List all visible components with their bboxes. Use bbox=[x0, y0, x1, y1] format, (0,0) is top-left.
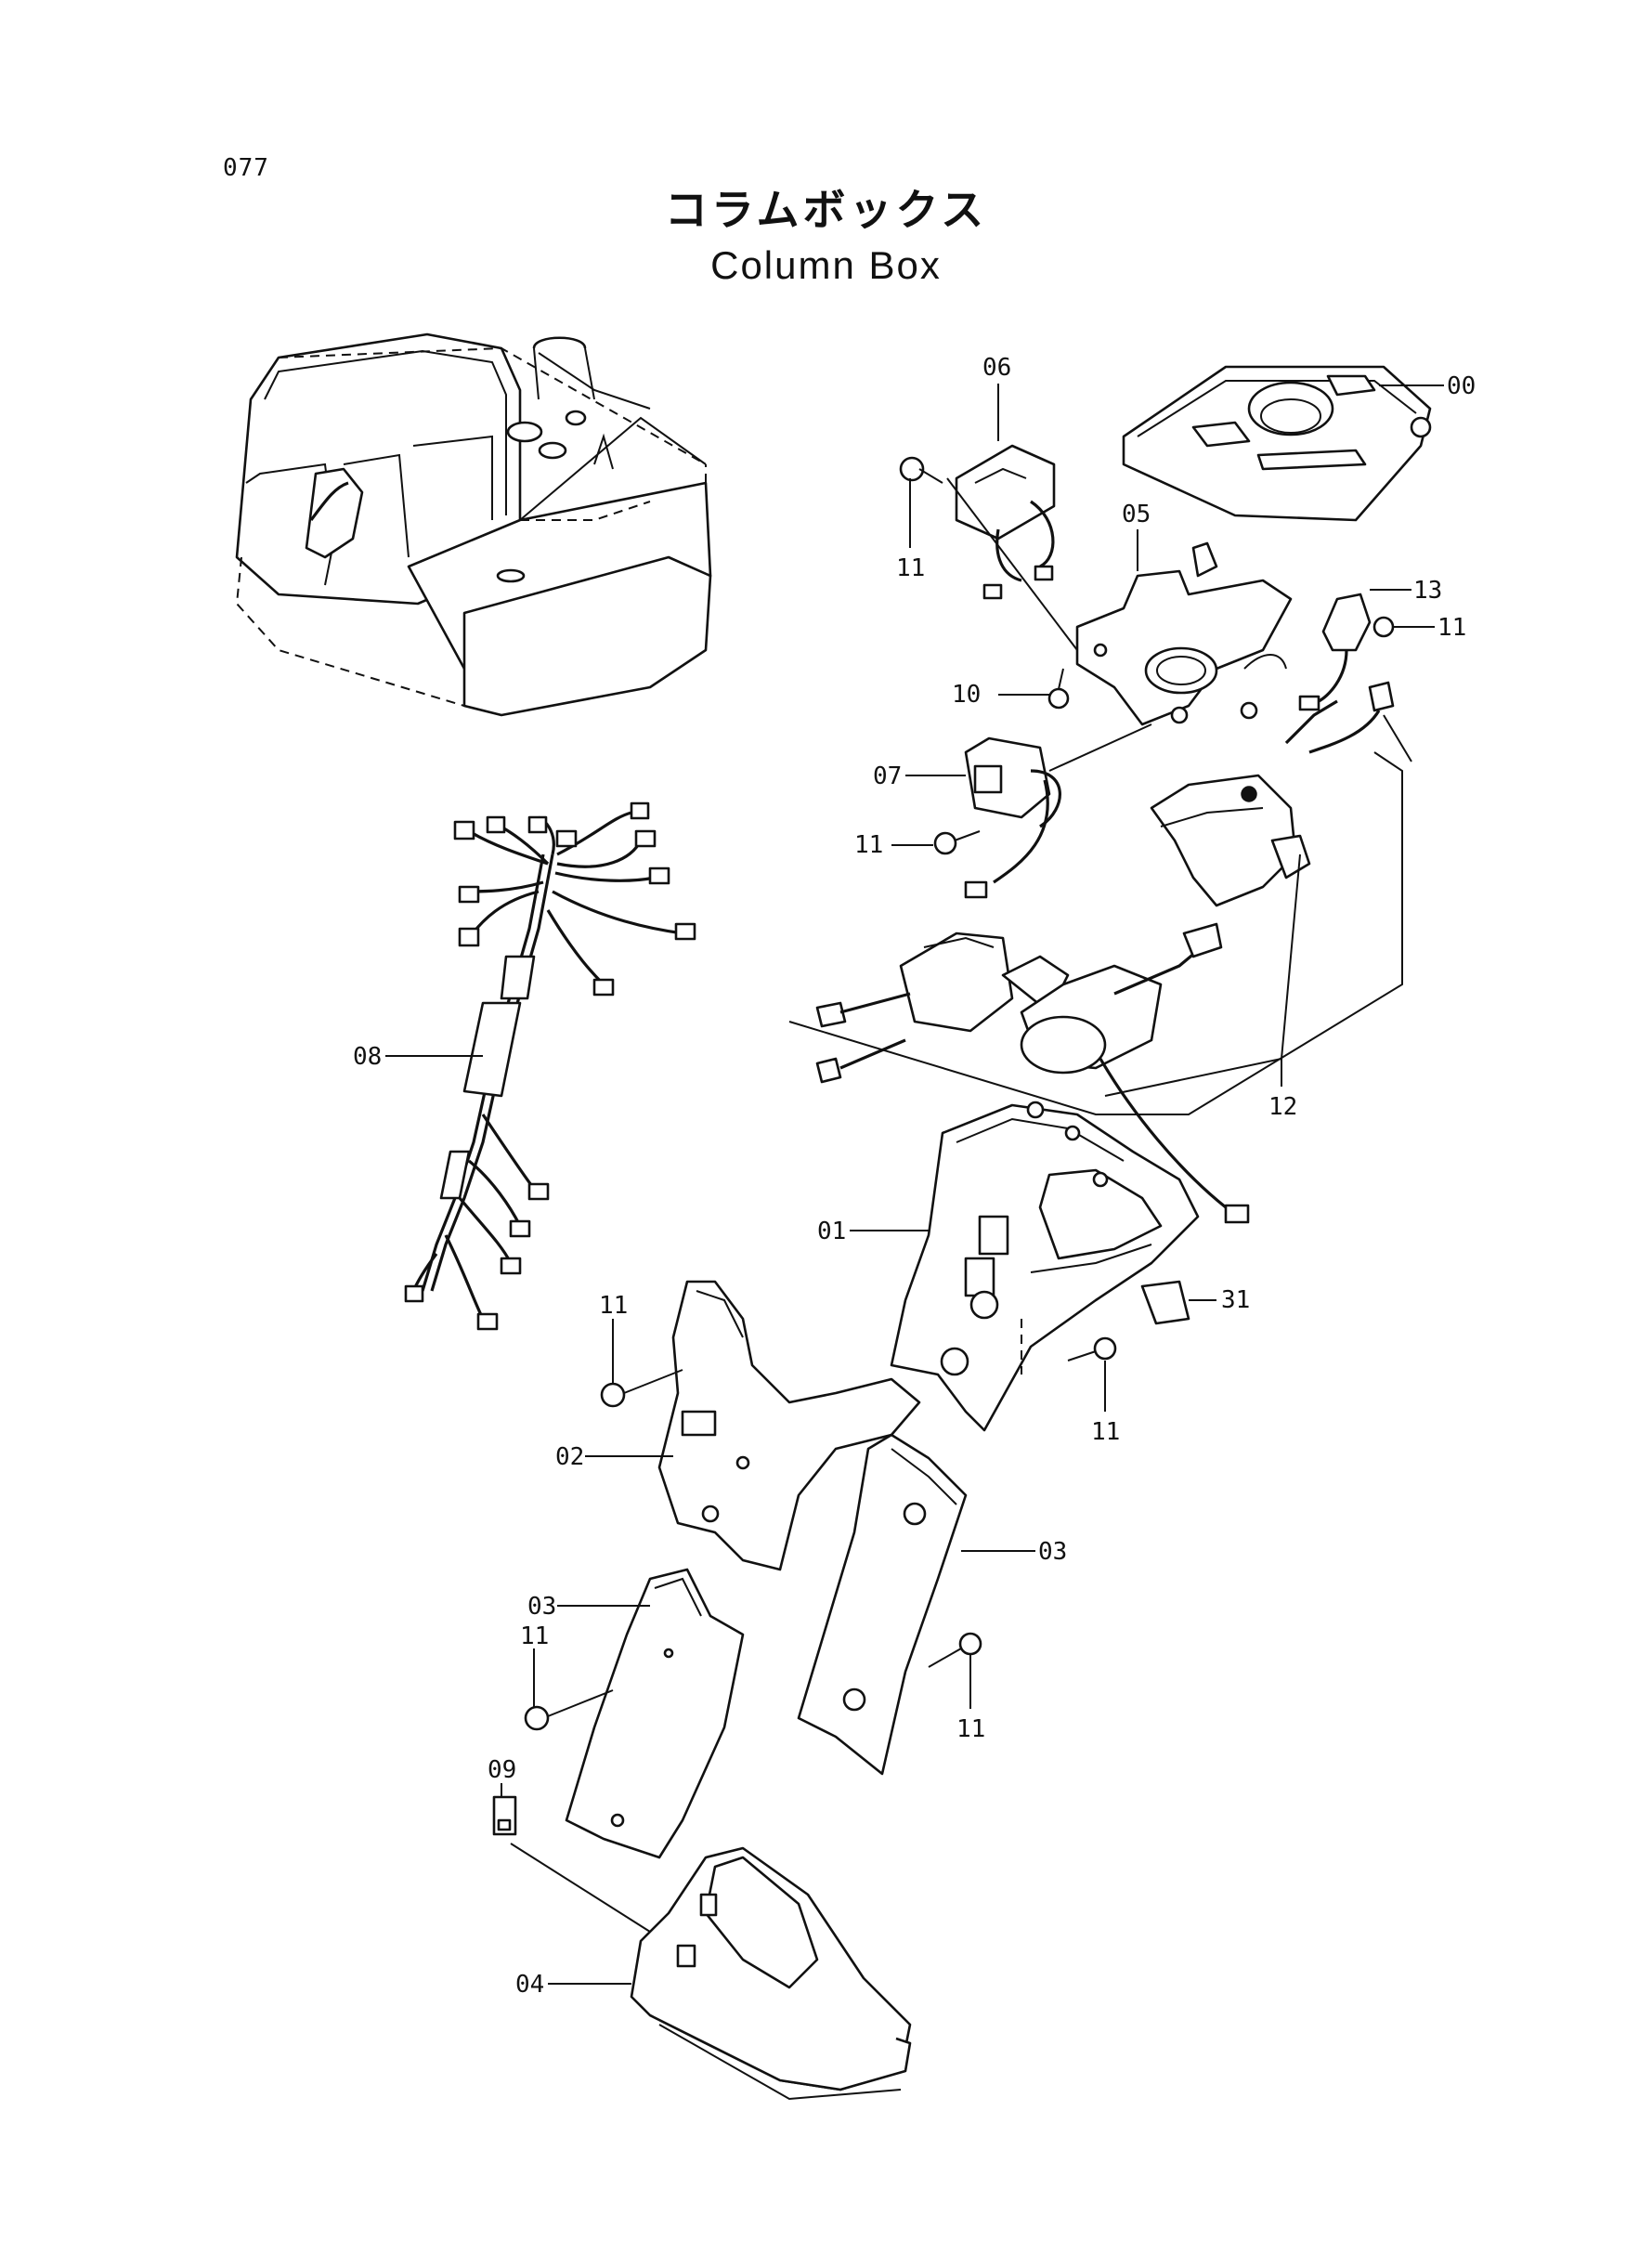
part-05-mounting-plate bbox=[1075, 529, 1293, 726]
callout-13: 13 bbox=[1413, 577, 1442, 605]
part-09-clip bbox=[492, 1783, 651, 1933]
callout-11-e: 11 bbox=[599, 1292, 628, 1320]
callout-11-g: 11 bbox=[520, 1622, 549, 1650]
callout-04: 04 bbox=[515, 1971, 544, 1999]
callout-11-d: 11 bbox=[1091, 1418, 1120, 1446]
callout-07: 07 bbox=[873, 762, 902, 790]
part-01-upper-cover bbox=[850, 1101, 1200, 1432]
title-english: Column Box bbox=[710, 243, 942, 287]
part-10-bolt bbox=[998, 668, 1070, 710]
callout-02: 02 bbox=[555, 1443, 584, 1471]
part-11-bolt-a bbox=[899, 456, 943, 548]
part-03-right-panel bbox=[797, 1433, 1035, 1776]
page-number: 077 bbox=[223, 154, 269, 182]
callout-labels: 00 06 05 13 11 11 10 07 11 08 12 01 31 1… bbox=[353, 354, 1476, 1999]
part-00-top-cover bbox=[1122, 365, 1444, 522]
callout-03-b: 03 bbox=[527, 1593, 556, 1621]
part-04-base-boot bbox=[548, 1846, 912, 2101]
callout-11-c: 11 bbox=[854, 831, 883, 859]
callout-11-f: 11 bbox=[956, 1715, 985, 1743]
callout-09: 09 bbox=[488, 1756, 516, 1784]
callout-03-a: 03 bbox=[1038, 1538, 1067, 1566]
part-03-left-panel bbox=[557, 1568, 745, 1859]
part-06-bracket bbox=[946, 384, 1078, 651]
part-11-bolt-f bbox=[928, 1632, 982, 1709]
callout-31: 31 bbox=[1221, 1286, 1250, 1314]
callout-08: 08 bbox=[353, 1043, 382, 1071]
callout-00: 00 bbox=[1447, 372, 1476, 400]
part-11-bolt-g bbox=[524, 1648, 614, 1731]
callout-12: 12 bbox=[1268, 1093, 1297, 1121]
part-13-switch bbox=[1298, 589, 1435, 711]
title-japanese: コラムボックス bbox=[664, 185, 988, 235]
part-07-switch-module bbox=[905, 723, 1152, 899]
callout-10: 10 bbox=[952, 681, 981, 709]
callout-06: 06 bbox=[982, 354, 1011, 382]
part-12-lever-assembly bbox=[788, 751, 1403, 1224]
excavator-cab-overview bbox=[235, 332, 712, 717]
part-11-bolt-d bbox=[1067, 1336, 1117, 1412]
callout-11-b: 11 bbox=[896, 554, 925, 582]
part-02-front-panel bbox=[585, 1280, 921, 1571]
callout-05: 05 bbox=[1122, 501, 1151, 528]
right-connector-leads bbox=[1284, 681, 1412, 762]
callout-01: 01 bbox=[817, 1218, 846, 1245]
part-11-bolt-c bbox=[891, 830, 981, 855]
callout-11-a: 11 bbox=[1437, 614, 1466, 642]
part-11-bolt-e bbox=[600, 1319, 683, 1408]
part-08-wire-harness bbox=[385, 801, 696, 1331]
part-31-label bbox=[1140, 1280, 1216, 1325]
